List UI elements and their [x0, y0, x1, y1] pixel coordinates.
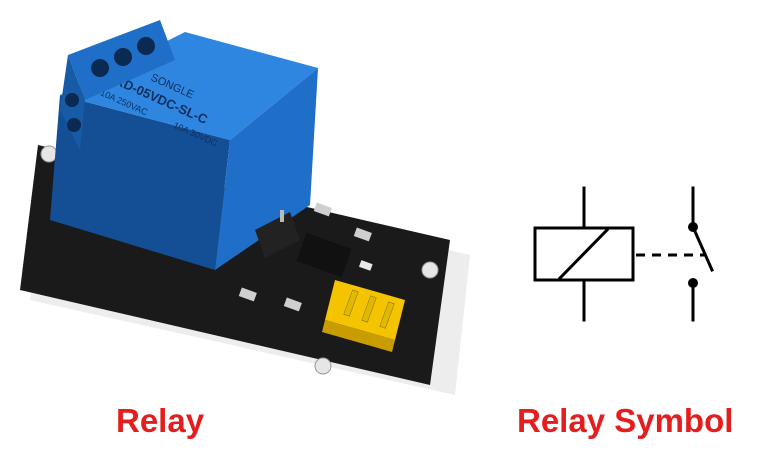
- header-side: [322, 320, 395, 352]
- smd-component: [313, 202, 332, 217]
- relay-caption: Relay: [116, 402, 205, 439]
- header-pin: [379, 301, 395, 329]
- terminal-screw: [114, 48, 132, 66]
- header-pin: [361, 295, 377, 323]
- mounting-hole: [40, 145, 58, 163]
- transistor-lead: [280, 210, 284, 222]
- relay-housing-side: [50, 95, 230, 270]
- header-pin: [343, 289, 359, 317]
- mounting-hole: [314, 357, 332, 375]
- terminal-hole: [65, 93, 79, 107]
- relay-housing-top: [60, 32, 318, 140]
- coil-diagonal: [557, 227, 610, 281]
- switch-contact-dot: [688, 278, 698, 288]
- relay-housing-front: [215, 68, 318, 270]
- transistor: [255, 212, 300, 258]
- smd-component: [353, 227, 372, 242]
- terminal-screw: [137, 37, 155, 55]
- switch-contact-dot: [688, 222, 698, 232]
- switch-blade: [691, 225, 714, 272]
- mounting-hole: [421, 261, 439, 279]
- smd-component: [238, 287, 257, 302]
- coil-box: [533, 226, 635, 282]
- relay-symbol: [533, 186, 714, 322]
- relay-symbol-caption: Relay Symbol: [517, 402, 734, 439]
- terminal-screw: [91, 59, 109, 77]
- led-indicator: [358, 260, 373, 271]
- switch-contact-dots: [688, 222, 698, 288]
- relay-module-illustration: SONGLE SRD-05VDC-SL-C 10A 250VAC 10A 30V…: [20, 20, 470, 395]
- optocoupler-chip: [296, 232, 352, 278]
- smd-component: [283, 297, 302, 312]
- terminal-hole: [67, 118, 81, 132]
